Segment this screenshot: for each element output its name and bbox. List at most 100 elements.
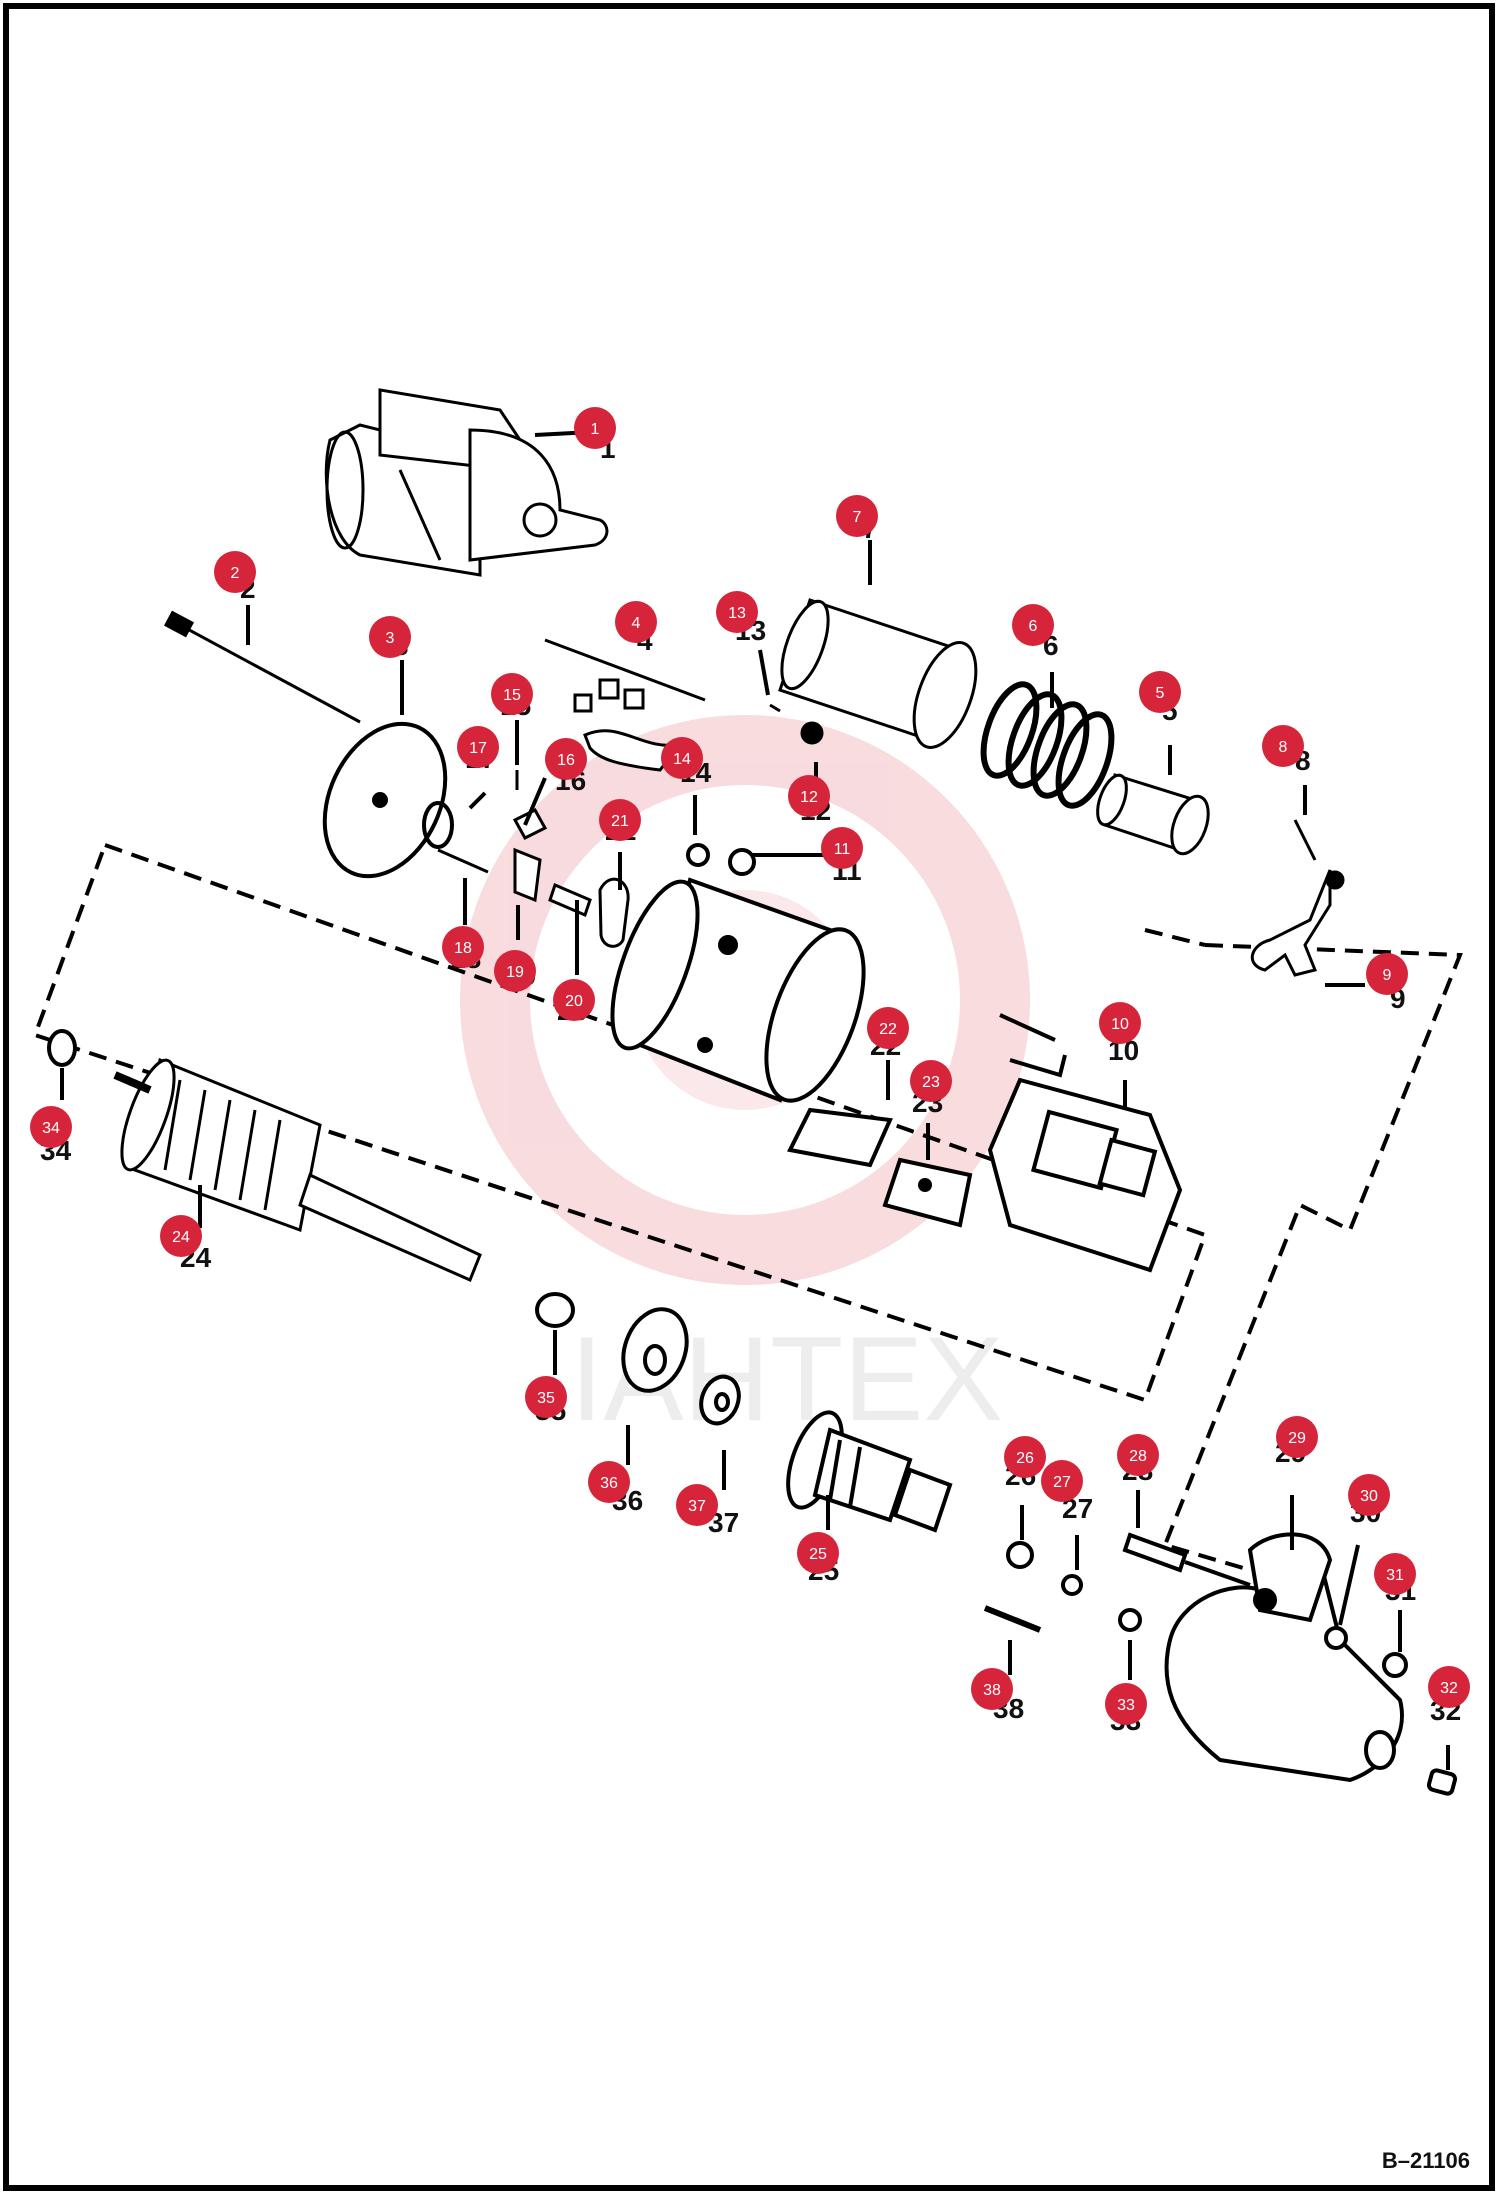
- hotspot-13[interactable]: 13: [716, 591, 758, 633]
- hotspot-12[interactable]: 12: [788, 775, 830, 817]
- hotspot-label: 18: [454, 940, 472, 957]
- hotspot-label: 4: [632, 615, 641, 632]
- hotspot-label: 14: [673, 751, 691, 768]
- hotspot-26[interactable]: 26: [1004, 1436, 1046, 1478]
- hotspot-11[interactable]: 11: [821, 827, 863, 869]
- hotspot-28[interactable]: 28: [1117, 1434, 1159, 1476]
- hotspot-23[interactable]: 23: [910, 1060, 952, 1102]
- hotspot-label: 24: [172, 1229, 190, 1246]
- hotspot-32[interactable]: 32: [1428, 1666, 1470, 1708]
- hotspot-31[interactable]: 31: [1374, 1553, 1416, 1595]
- hotspot-label: 19: [506, 964, 524, 981]
- part-end-cover: [322, 721, 454, 879]
- part-brush-hardware: [544, 638, 706, 772]
- hotspot-label: 7: [853, 509, 862, 526]
- hotspot-17[interactable]: 17: [457, 726, 499, 768]
- hotspot-label: 23: [922, 1074, 940, 1091]
- hotspot-34[interactable]: 34: [30, 1106, 72, 1148]
- hotspot-label: 12: [800, 789, 818, 806]
- hotspot-14[interactable]: 14: [661, 737, 703, 779]
- hotspot-16[interactable]: 16: [545, 738, 587, 780]
- hotspot-label: 25: [809, 1546, 827, 1563]
- hotspot-15[interactable]: 15: [491, 673, 533, 715]
- hotspot-29[interactable]: 29: [1276, 1416, 1318, 1458]
- part-hotspot-badges: 1 2 3 4 5 6 7 8 9 10 11 12 13 14 15 16 1…: [30, 407, 1470, 1725]
- hotspot-label: 21: [611, 813, 629, 830]
- hotspot-6[interactable]: 6: [1012, 604, 1054, 646]
- hotspot-label: 32: [1440, 1680, 1458, 1697]
- hotspot-8[interactable]: 8: [1262, 725, 1304, 767]
- hotspot-10[interactable]: 10: [1099, 1002, 1141, 1044]
- hotspot-22[interactable]: 22: [867, 1007, 909, 1049]
- part-field-frame: [610, 843, 866, 1103]
- leader-lines: [60, 430, 1450, 1770]
- hotspot-label: 16: [557, 752, 575, 769]
- hotspot-label: 10: [1111, 1016, 1129, 1033]
- hotspot-label: 30: [1360, 1488, 1378, 1505]
- part-plunger: [1096, 773, 1210, 856]
- hotspot-18[interactable]: 18: [442, 926, 484, 968]
- hotspot-36[interactable]: 36: [588, 1461, 630, 1503]
- hotspot-label: 9: [1383, 967, 1392, 984]
- assembly-outlines: [32, 843, 1463, 1572]
- hotspot-37[interactable]: 37: [676, 1484, 718, 1526]
- hotspot-2[interactable]: 2: [214, 551, 256, 593]
- hotspot-label: 1: [591, 421, 600, 438]
- hotspot-label: 26: [1016, 1450, 1034, 1467]
- hotspot-label: 28: [1129, 1448, 1147, 1465]
- part-starter-assembly: [324, 388, 609, 577]
- document-id: B–21106: [1382, 2148, 1470, 2173]
- hotspot-20[interactable]: 20: [553, 979, 595, 1021]
- hotspot-7[interactable]: 7: [836, 495, 878, 537]
- hotspot-24[interactable]: 24: [160, 1215, 202, 1257]
- hotspot-label: 8: [1279, 739, 1288, 756]
- hotspot-35[interactable]: 35: [525, 1376, 567, 1418]
- hotspot-label: 27: [1053, 1474, 1071, 1491]
- hotspot-label: 22: [879, 1021, 897, 1038]
- hotspot-21[interactable]: 21: [599, 799, 641, 841]
- part-armature: [113, 1057, 482, 1282]
- part-brush-holder: [987, 1013, 1183, 1273]
- hotspot-label: 37: [688, 1498, 706, 1515]
- part-bolt: [1122, 1532, 1251, 1587]
- hotspot-label: 17: [469, 740, 487, 757]
- hotspot-38[interactable]: 38: [971, 1668, 1013, 1710]
- hotspot-label: 38: [983, 1682, 1001, 1699]
- part-retainers: [983, 1541, 1142, 1633]
- part-shift-lever: [1251, 819, 1345, 977]
- part-bearing: [535, 1292, 575, 1328]
- hotspot-33[interactable]: 33: [1105, 1683, 1147, 1725]
- hotspot-label: 36: [600, 1475, 618, 1492]
- part-washers: [621, 1307, 741, 1426]
- part-spring: [980, 681, 1115, 809]
- part-insulator-plates: [787, 1107, 973, 1228]
- hotspot-3[interactable]: 3: [369, 616, 411, 658]
- hotspot-27[interactable]: 27: [1041, 1460, 1083, 1502]
- hotspot-9[interactable]: 9: [1366, 953, 1408, 995]
- hotspot-label: 13: [728, 605, 746, 622]
- hotspot-label: 15: [503, 687, 521, 704]
- hotspot-label: 35: [537, 1390, 555, 1407]
- hotspot-label: 2: [231, 565, 240, 582]
- hotspot-label: 29: [1288, 1430, 1306, 1447]
- hotspot-label: 11: [834, 841, 851, 858]
- part-bushing: [47, 1029, 77, 1067]
- hotspot-label: 33: [1117, 1697, 1135, 1714]
- diagram-border: [3, 3, 1495, 2191]
- part-nuts: [1324, 1626, 1458, 1796]
- hotspot-4[interactable]: 4: [615, 601, 657, 643]
- hotspot-25[interactable]: 25: [797, 1532, 839, 1574]
- hotspot-label: 34: [42, 1120, 60, 1137]
- hotspot-30[interactable]: 30: [1348, 1474, 1390, 1516]
- hotspot-1[interactable]: 1: [574, 407, 616, 449]
- part-drive-housing: [1164, 1532, 1404, 1783]
- hotspot-19[interactable]: 19: [494, 950, 536, 992]
- part-solenoid: [769, 598, 978, 749]
- hotspot-label: 3: [386, 630, 395, 647]
- part-through-bolt: [163, 610, 361, 724]
- hotspot-5[interactable]: 5: [1139, 671, 1181, 713]
- hotspot-label: 31: [1386, 1567, 1404, 1584]
- hotspot-label: 20: [565, 993, 583, 1010]
- hotspot-label: 6: [1029, 618, 1038, 635]
